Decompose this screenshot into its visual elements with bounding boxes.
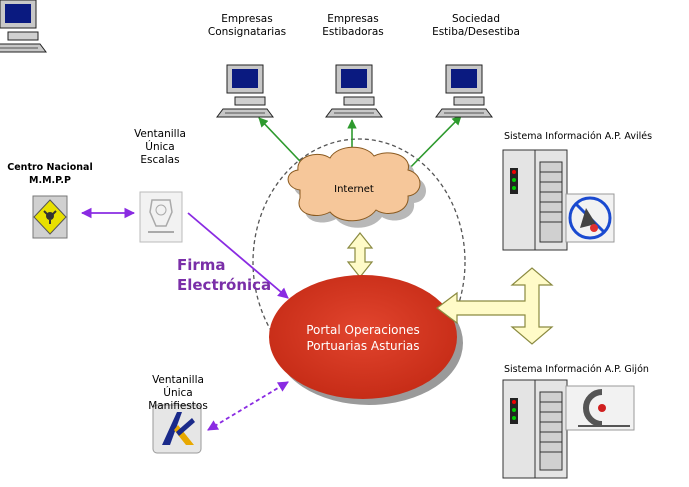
gijon-logo-icon [565,385,635,431]
server-icon [502,149,568,251]
server-icon [502,379,568,479]
label-sistema-aviles: Sistema Información A.P. Avilés [504,131,653,142]
portal-ellipse [269,275,457,399]
internet-cloud [287,146,426,228]
document-icon [139,191,183,243]
aviles-logo-icon [565,193,615,243]
purple-link-manifiestos [207,381,289,431]
hazard-icon [32,195,68,239]
label-sistema-gijon: Sistema Información A.P. Gijón [504,364,649,375]
label-internet: Internet [334,184,374,195]
internet-portal-arrow [346,232,374,278]
computer-icon [0,0,47,53]
aeat-logo-icon [152,404,202,454]
network-boundary [252,138,466,386]
systems-arrow [436,267,554,345]
purple-link-firma [187,212,289,299]
